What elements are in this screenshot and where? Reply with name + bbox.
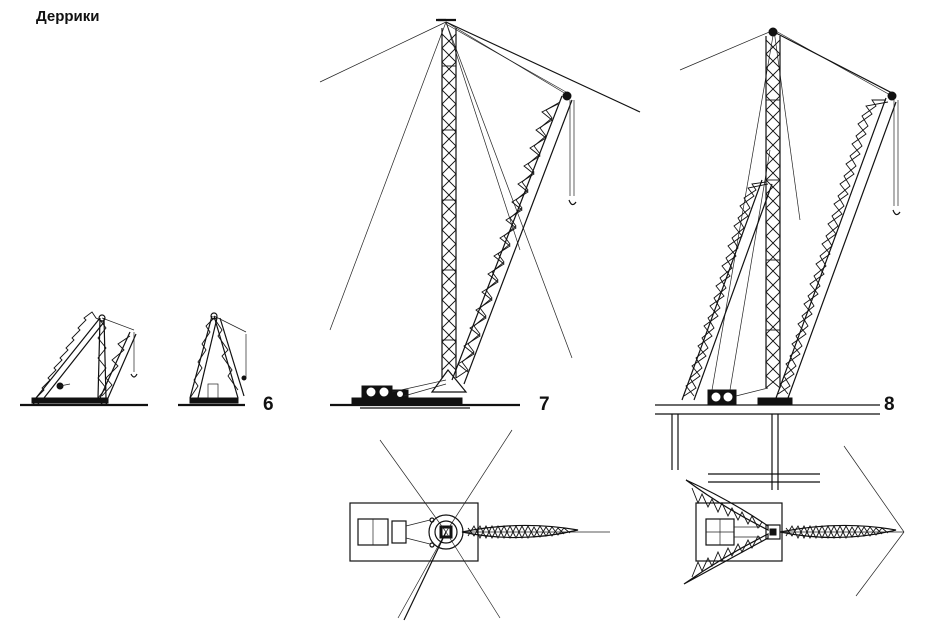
derrick-7-elevation <box>319 18 641 409</box>
figure-label-8: 8 <box>884 394 895 415</box>
derrick-8-elevation <box>655 27 901 490</box>
derrick-7-plan <box>349 429 610 621</box>
page-title: Деррики <box>36 8 100 25</box>
derrick-6b <box>178 312 247 407</box>
derrick-6a <box>20 311 148 407</box>
figure-label-7: 7 <box>539 394 550 415</box>
derrick-8-plan <box>683 445 905 597</box>
figure-label-6: 6 <box>263 394 274 415</box>
